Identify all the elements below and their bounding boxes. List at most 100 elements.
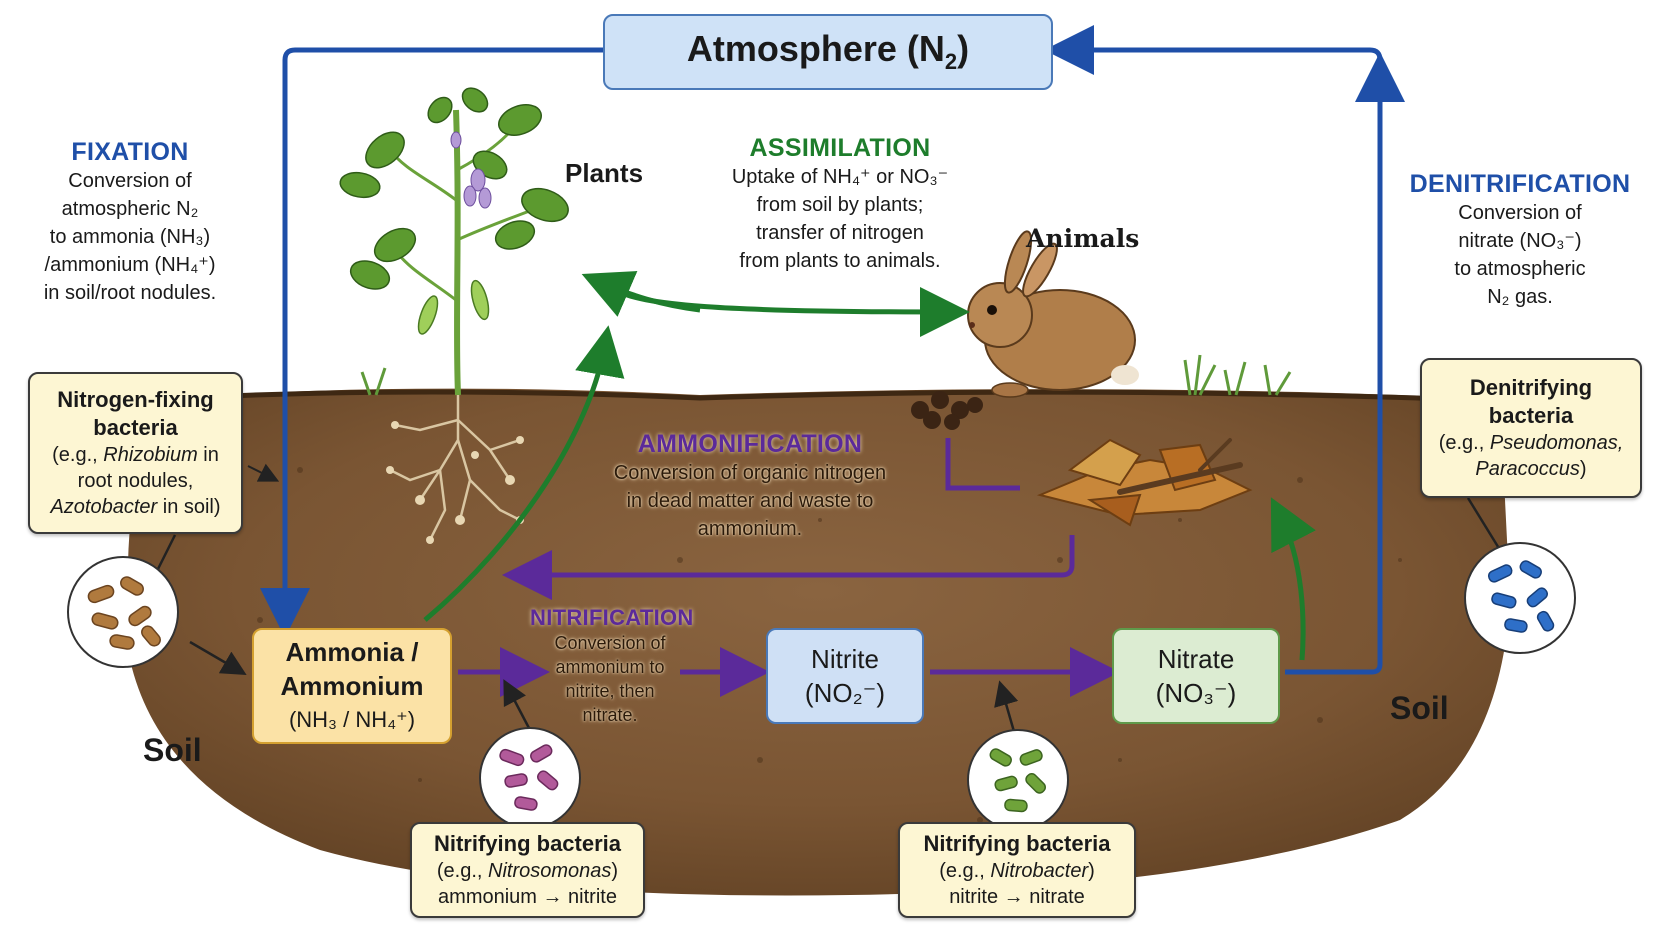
nitrosomonas-line-3: ammonium → nitrite [438,886,617,908]
plant-roots [389,395,521,541]
plant-illustration [339,87,569,396]
fixation-text: FIXATION Conversion of atmospheric N₂ to… [30,138,230,307]
nfb-title-2: bacteria [93,415,178,440]
denitrification-title: DENITRIFICATION [1409,170,1631,198]
connector-fixers-circle [153,534,177,576]
ammonification-title: AMMONIFICATION [637,430,863,458]
nitrification-line-3: nitrite, then [565,681,655,701]
plants-label: Plants [565,158,644,188]
connector-nitrosomonas [503,679,532,731]
animals-label: Animals [1026,224,1140,253]
fixation-line-4: /ammonium (NH₄⁺) [44,254,216,276]
nfb-genus-2: Azotobacter [50,496,158,518]
denitrification-line-1: Conversion of [1458,202,1582,224]
nitrobacter-post: ) [1088,860,1095,882]
db-genus-2: Paracoccus [1475,458,1580,480]
denitrification-text: DENITRIFICATION Conversion of nitrate (N… [1405,170,1635,311]
nitrosomonas-note: Nitrifying bacteria (e.g., Nitrosomonas)… [410,822,645,918]
nitrification-title: NITRIFICATION [530,605,694,630]
db-pre: (e.g., [1438,432,1490,454]
denitrification-arrow-left [1044,25,1383,75]
db-genus-1: Pseudomonas, [1489,432,1624,454]
nitrification-text: NITRIFICATION Conversion of ammonium to … [530,605,694,727]
assimilation-arrow-ammonium-plants [423,325,625,622]
fixation-title: FIXATION [71,138,189,166]
nfb-post: in soil) [157,496,221,518]
grass-tufts [360,354,1292,396]
ammonification-line-1: Conversion of organic nitrogen [613,462,887,484]
nitrite-node: Nitrite (NO₂⁻) [766,628,924,724]
ammonium-line-2: Ammonium [280,671,424,701]
connector-fixers-to-fixation [247,463,280,482]
denitrifying-bacteria-note: Denitrifying bacteria (e.g., Pseudomonas… [1420,358,1642,498]
assimilation-text: ASSIMILATION Uptake of NH₄⁺ or NO₃⁻ from… [705,134,975,275]
ammonification-text: AMMONIFICATION Conversion of organic nit… [600,430,900,543]
atmosphere-close: ) [957,28,970,70]
nitrate-node: Nitrate (NO₃⁻) [1112,628,1280,724]
nfb-genus-1: Rhizobium [103,444,198,466]
nitrate-line-2: (NO₃⁻) [1155,678,1237,708]
ammonium-node: Ammonia / Ammonium (NH₃ / NH₄⁺) [252,628,452,744]
nfb-line-3: root nodules, [77,470,194,492]
nitrobacter-title: Nitrifying bacteria [923,831,1111,856]
nitrification-line-2: ammonium to [555,657,665,677]
ammonification-arrow [502,535,1075,600]
assimilation-line-4: from plants to animals. [739,250,941,272]
nitrification-line-1: Conversion of [554,633,666,653]
nitrosomonas-genus: Nitrosomonas [488,860,612,882]
connector-nitrobacter [994,680,1019,736]
nitrobacter-note: Nitrifying bacteria (e.g., Nitrobacter) … [898,822,1136,918]
animal-waste [911,391,983,430]
nitrogen-fixing-bacteria-icon [67,556,179,668]
ammonium-line-1: Ammonia / [285,637,419,667]
nitrobacter-bacteria-icon [967,729,1069,831]
assimilation-arrow-nitrate-up [1270,497,1316,661]
fixation-arrow [260,47,603,638]
atmosphere-label: Atmosphere (N [686,28,945,70]
rabbit-illustration [967,230,1139,398]
assimilation-title: ASSIMILATION [749,134,931,162]
nitrite-line-1: Nitrite [811,644,879,674]
nitrosomonas-post: ) [611,860,619,882]
nitrobacter-genus: Nitrobacter [990,860,1089,882]
ammonification-line-2: in dead matter and waste to [626,490,874,512]
ammonification-bracket [945,438,1020,491]
nitrobacter-pre: (e.g., [939,860,991,882]
nitrosomonas-pre: (e.g., [436,860,489,882]
assimilation-arrow-animals-plants [581,270,701,317]
fixation-line-1: Conversion of [68,170,192,192]
nitrosomonas-bacteria-icon [479,727,581,829]
assimilation-line-2: from soil by plants; [756,194,924,216]
atmosphere-subscript: 2 [944,49,958,75]
fixation-line-5: in soil/root nodules. [43,282,217,304]
denitrification-arrow-up [1285,52,1405,675]
nitrogen-fixing-bacteria-note: Nitrogen-fixing bacteria (e.g., Rhizobiu… [28,372,243,534]
assimilation-line-3: transfer of nitrogen [756,222,924,244]
denitrifying-bacteria-icon [1464,542,1576,654]
ammonium-line-3: (NH₃ / NH₄⁺) [288,707,416,732]
nitrate-line-1: Nitrate [1157,644,1235,674]
nfb-pre: (e.g., [52,444,104,466]
assimilation-line-1: Uptake of NH₄⁺ or NO₃⁻ [731,166,949,188]
nitrosomonas-title: Nitrifying bacteria [433,831,622,856]
nfb-title-1: Nitrogen-fixing [57,387,214,412]
soil-label-left: Soil [143,732,202,768]
nitrobacter-line-3: nitrite → nitrate [949,886,1085,908]
db-title-1: Denitrifying [1469,375,1593,400]
ammonification-line-3: ammonium. [697,518,803,540]
denitrification-line-3: to atmospheric [1454,258,1586,280]
denitrification-line-2: nitrate (NO₃⁻) [1458,230,1582,252]
fixation-line-3: to ammonia (NH₃) [49,226,211,248]
db-title-2: bacteria [1488,403,1574,428]
dead-leaves [1036,438,1253,527]
root-nodules [386,421,524,544]
db-post: ) [1579,458,1587,480]
assimilation-arrow-plants-animals [614,286,970,337]
connector-denitrifiers [1466,497,1502,551]
nitrification-line-4: nitrate. [582,705,638,725]
connector-fixers-to-ammonium [189,640,247,676]
nitrite-line-2: (NO₂⁻) [804,678,886,708]
soil-label-right: Soil [1390,690,1449,726]
atmosphere-box: Atmosphere (N2) [603,14,1053,90]
